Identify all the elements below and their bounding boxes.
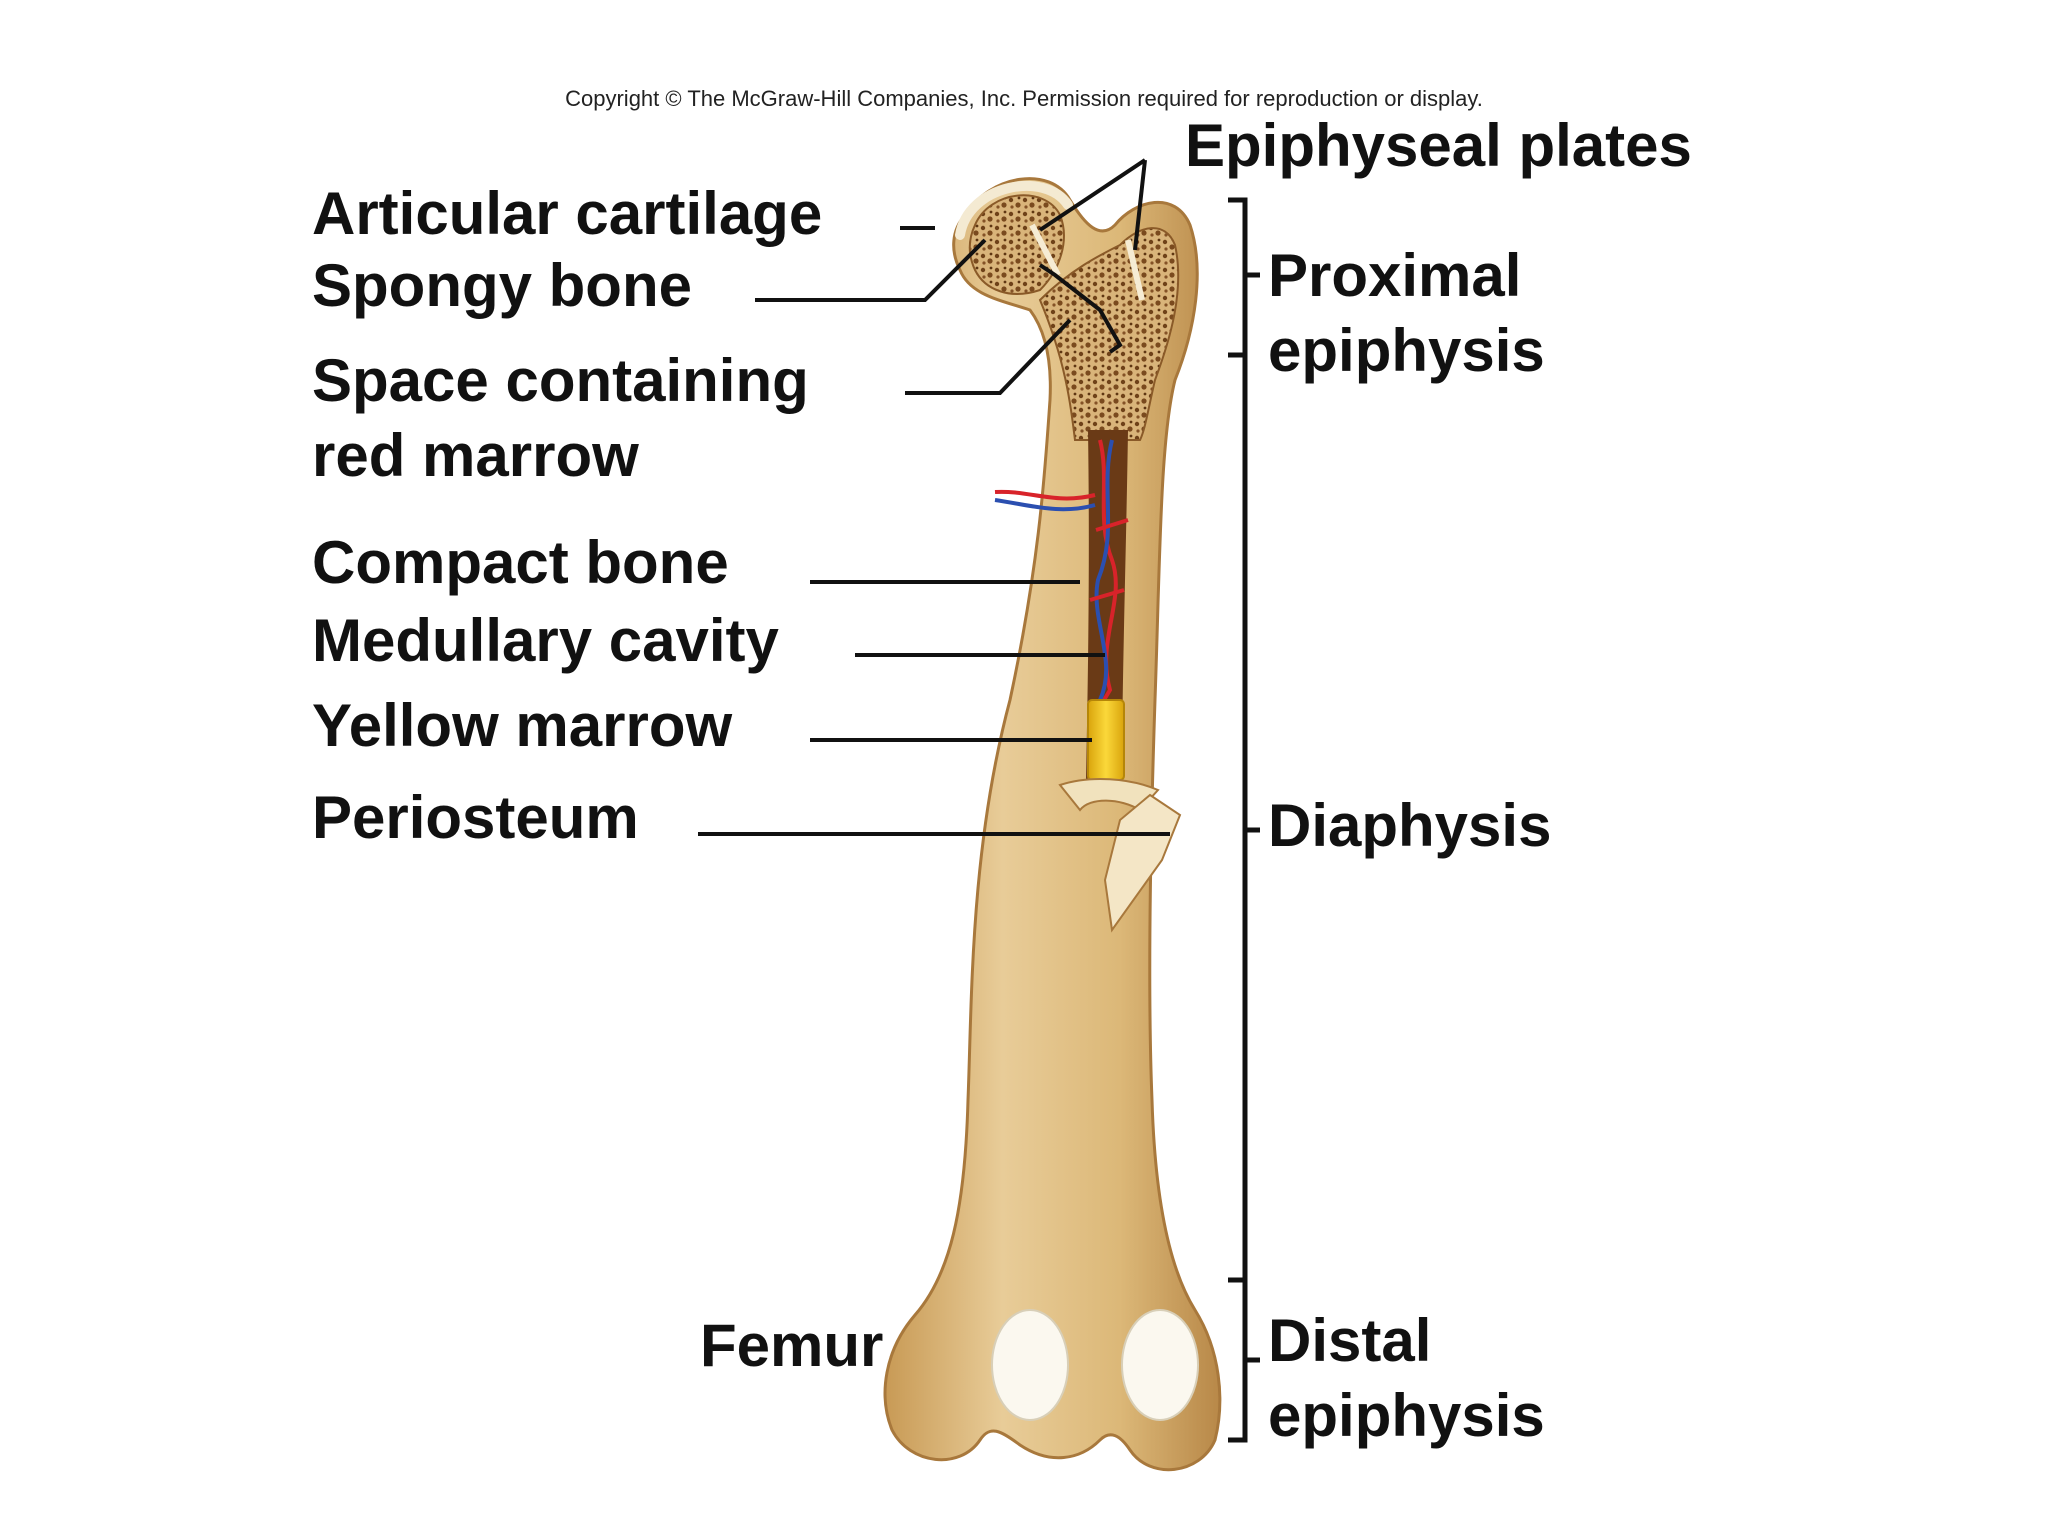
epiphyseal-plate-head <box>1029 223 1061 277</box>
label-periosteum: Periosteum <box>312 784 639 851</box>
label-spongy-bone: Spongy bone <box>312 252 692 319</box>
leader-epiphyseal-plates <box>1038 158 1147 251</box>
articular-cartilage <box>955 180 1073 240</box>
proximal-spongy-bone <box>1038 227 1180 441</box>
label-proximal-1: Proximal <box>1268 242 1522 309</box>
copyright-notice: Copyright © The McGraw-Hill Companies, I… <box>565 86 1483 111</box>
label-proximal-2: epiphysis <box>1268 317 1545 384</box>
label-distal-2: epiphysis <box>1268 1382 1545 1449</box>
label-compact-bone: Compact bone <box>312 529 729 596</box>
bracket-red-marrow <box>1038 263 1123 354</box>
periosteum-flap <box>1103 793 1182 933</box>
medial-condyle <box>991 1309 1069 1421</box>
leader-lines <box>698 158 1170 836</box>
medullary-cavity-section <box>1086 430 1128 780</box>
lateral-condyle <box>1121 1309 1199 1421</box>
leader-red-marrow <box>905 318 1072 395</box>
label-femur: Femur <box>700 1312 884 1379</box>
label-distal-1: Distal <box>1268 1307 1432 1374</box>
label-epiphyseal-plates: Epiphyseal plates <box>1185 112 1692 179</box>
label-yellow-marrow: Yellow marrow <box>312 692 733 759</box>
femur-outline <box>883 177 1222 1472</box>
epiphyseal-plate-trochanter <box>1125 239 1145 301</box>
blood-vessels <box>994 439 1129 702</box>
label-articular-cartilage: Articular cartilage <box>312 180 823 247</box>
label-space-red-marrow-1: Space containing <box>312 347 809 414</box>
yellow-marrow <box>1087 699 1125 781</box>
shaft-cut-face <box>1058 778 1160 812</box>
label-space-red-marrow-2: red marrow <box>312 422 639 489</box>
label-medullary-cavity: Medullary cavity <box>312 607 779 674</box>
bracket-main <box>1228 197 1248 1443</box>
region-brackets <box>1228 197 1260 1443</box>
femoral-head-spongy <box>968 194 1065 295</box>
label-diaphysis: Diaphysis <box>1268 792 1552 859</box>
leader-spongy-bone <box>755 238 987 302</box>
